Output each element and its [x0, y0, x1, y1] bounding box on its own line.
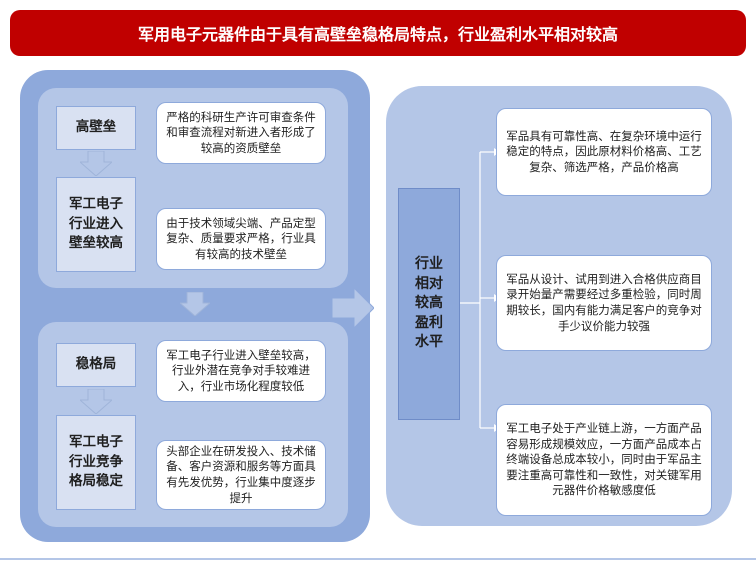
low-marketization-desc: 军工电子行业进入壁垒较高，行业外潜在竞争对手较难进入，行业市场化程度较低 — [156, 340, 326, 402]
arrow-right-icon — [332, 288, 374, 328]
arrow-down-icon — [80, 151, 112, 176]
upstream-desc: 军工电子处于产业链上游，一方面产品容易形成规模效应，一方面产品成本占终端设备总成… — [496, 404, 712, 516]
leading-advantage-desc: 头部企业在研发投入、技术储备、客户资源和服务等方面具有先发优势，行业集中度逐步提… — [156, 440, 326, 510]
footer-divider — [0, 558, 756, 560]
arrow-down-icon — [180, 292, 210, 316]
entry-barrier-label: 军工电子行业进入壁垒较高 — [56, 177, 136, 272]
banner-title: 军用电子元器件由于具有高壁垒稳格局特点，行业盈利水平相对较高 — [137, 25, 618, 44]
arrow-down-icon — [80, 389, 112, 414]
long-cycle-desc: 军品从设计、试用到进入合格供应商目录开始量产需要经过多重检验，同时周期较长，国内… — [496, 255, 712, 351]
high-reliability-desc: 军品具有可靠性高、在复杂环境中运行稳定的特点，因此原材料价格高、工艺复杂、筛选严… — [496, 108, 712, 196]
stable-competition-label: 军工电子行业竞争格局稳定 — [56, 415, 136, 510]
qualification-barrier-desc: 严格的科研生产许可审查条件和审查流程对新进入者形成了较高的资质壁垒 — [156, 102, 326, 164]
high-barrier-label: 高壁垒 — [56, 106, 136, 150]
profitability-label: 行业相对较高盈利水平 — [398, 188, 460, 420]
connector-lines — [460, 148, 500, 432]
stable-pattern-label: 稳格局 — [56, 343, 136, 387]
technical-barrier-desc: 由于技术领域尖端、产品定型复杂、质量要求严格，行业具有较高的技术壁垒 — [156, 208, 326, 270]
title-banner: 军用电子元器件由于具有高壁垒稳格局特点，行业盈利水平相对较高 — [10, 10, 746, 56]
